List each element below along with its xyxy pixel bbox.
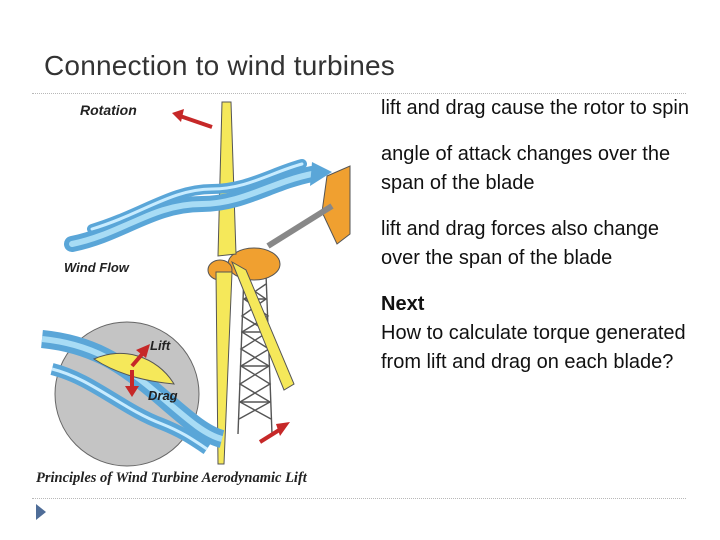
- lift-label: Lift: [150, 338, 171, 353]
- lift-arrow-icon: [130, 344, 150, 368]
- wind-turbine-diagram: Rotation: [36, 101, 351, 486]
- wind-turbine-illustration: Rotation: [32, 94, 366, 492]
- drag-label: Drag: [148, 388, 178, 403]
- turbine-blades: [215, 101, 295, 465]
- next-heading: Next: [381, 293, 425, 315]
- wind-flow-label: Wind Flow: [64, 260, 130, 275]
- footer-divider: [32, 498, 686, 499]
- airfoil-inset: [40, 321, 225, 467]
- lower-rotation-arrow-icon: [258, 422, 290, 444]
- slide-title: Connection to wind turbines: [44, 50, 395, 81]
- next-section: Next How to calculate torque generated f…: [381, 290, 696, 377]
- title-divider: [32, 93, 686, 94]
- wind-flow-streams: [64, 159, 332, 252]
- illustration-caption: Principles of Wind Turbine Aerodynamic L…: [36, 470, 308, 486]
- bullet-3: lift and drag forces also change over th…: [381, 218, 659, 269]
- slide-body: lift and drag cause the rotor to spin an…: [381, 94, 696, 377]
- slide-marker-icon: [36, 504, 46, 520]
- drag-arrow-icon: [125, 370, 139, 397]
- rotation-arrow-icon: [172, 109, 213, 129]
- next-text: How to calculate torque generated from l…: [381, 322, 686, 373]
- rotation-label: Rotation: [80, 102, 137, 118]
- bullet-1: lift and drag cause the rotor to spin: [381, 97, 689, 119]
- bullet-2: angle of attack changes over the span of…: [381, 143, 671, 194]
- tail-vane: [266, 165, 351, 249]
